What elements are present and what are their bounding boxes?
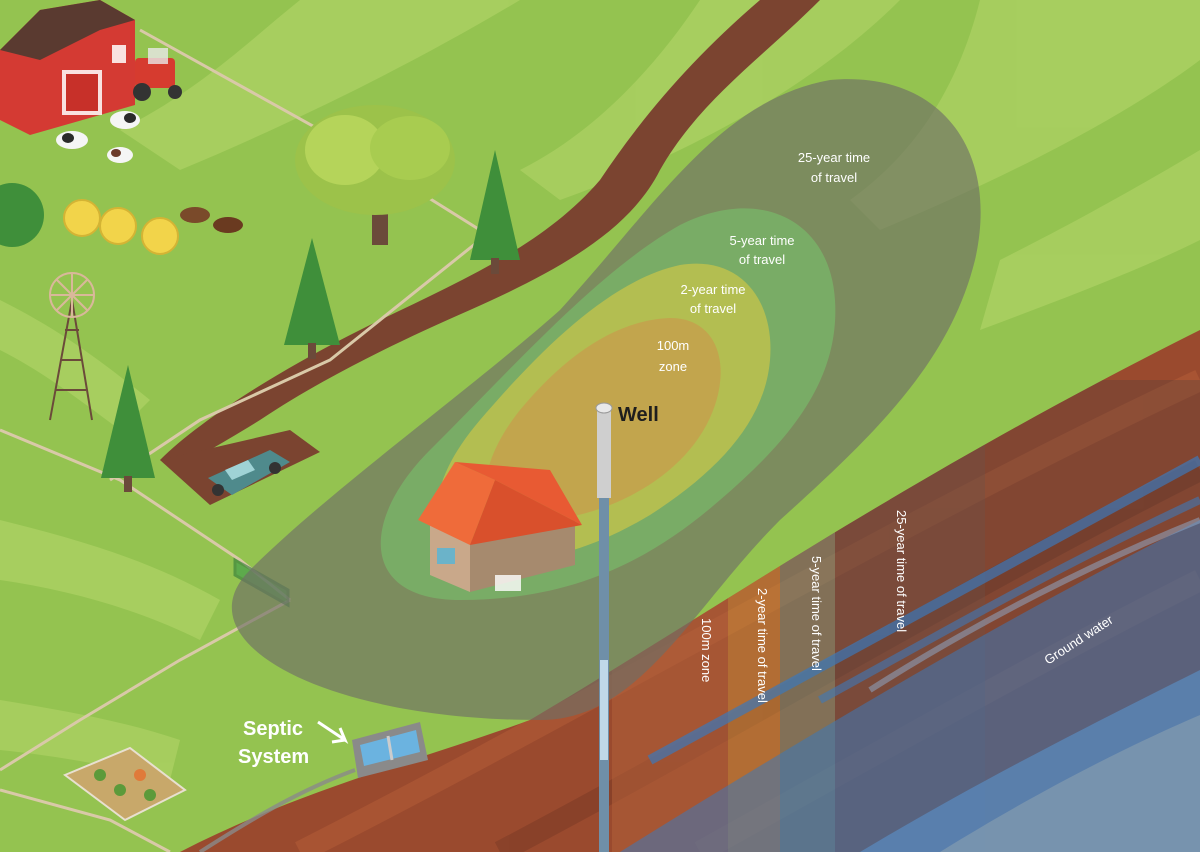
- vegetable-garden: [62, 746, 187, 822]
- windmill: [49, 272, 95, 421]
- livestock: [56, 111, 243, 233]
- groundwater: [620, 455, 1200, 852]
- label-well: Well: [618, 404, 659, 426]
- tractor: [133, 48, 182, 101]
- well-casing-upper: [597, 408, 611, 498]
- label-column-25-year: 25-year time of travel: [894, 510, 909, 632]
- label-25-year-line1: 25-year time: [798, 150, 870, 165]
- label-25-year-line2: of travel: [811, 170, 857, 185]
- pickup-truck: [208, 450, 290, 496]
- bush-tree: [0, 183, 44, 247]
- barn: [0, 0, 135, 135]
- septic-drain-line: [198, 768, 356, 852]
- well-cap: [595, 402, 613, 414]
- label-septic-line2: System: [238, 746, 309, 768]
- willow-tree: [295, 105, 455, 245]
- farmhouse: [418, 462, 582, 592]
- label-5-year-line2: of travel: [739, 252, 785, 267]
- label-2-year-line2: of travel: [690, 301, 736, 316]
- septic-tank: [352, 722, 428, 778]
- septic-pointer-arrow: [317, 720, 349, 744]
- label-100m-line1: 100m: [657, 338, 690, 353]
- label-column-100m: 100m zone: [699, 618, 714, 682]
- hay-bales: [63, 199, 179, 255]
- label-100m-line2: zone: [659, 359, 687, 374]
- label-column-5-year: 5-year time of travel: [809, 556, 824, 671]
- label-5-year-line1: 5-year time: [729, 233, 794, 248]
- dirt-road: [160, 0, 820, 470]
- label-column-2-year: 2-year time of travel: [755, 588, 770, 703]
- pine-trees: [101, 150, 520, 492]
- label-septic-line1: Septic: [243, 718, 303, 740]
- well: [595, 402, 613, 852]
- label-2-year-line1: 2-year time: [680, 282, 745, 297]
